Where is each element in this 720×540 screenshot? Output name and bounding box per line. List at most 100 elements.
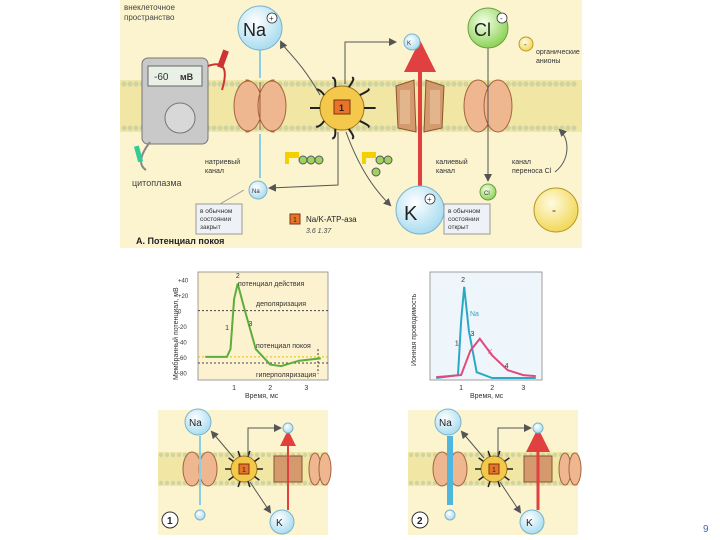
chart1-ytick: -20 xyxy=(178,325,187,331)
svg-text:-: - xyxy=(524,40,527,49)
sodium-conductance-curve xyxy=(436,286,536,379)
bottom-sodium-ion xyxy=(184,408,212,436)
adp-molecule xyxy=(362,152,393,177)
atp-molecule xyxy=(285,152,324,165)
plus-charge-icon xyxy=(266,12,278,24)
potassium-channel-label-2: канал xyxy=(436,168,455,175)
chart2-point-label: 4 xyxy=(505,363,509,370)
bottom-potassium-ion xyxy=(269,509,295,535)
chart2-xtick: 1 xyxy=(459,385,463,392)
atpase-legend-label: Na/K-ATP-аза xyxy=(306,215,357,224)
page-number: 9 xyxy=(703,524,709,535)
sodium-ion-label: Na xyxy=(243,20,267,40)
chart2-xtick: 2 xyxy=(490,385,494,392)
minus-charge-icon xyxy=(496,12,508,24)
chart1-ytick: +20 xyxy=(178,294,189,300)
small-chloride-ion xyxy=(479,183,497,201)
bottom-panel-number: 1 xyxy=(167,516,173,527)
atpase-legend-badge xyxy=(289,213,301,225)
chart2-ylabel: Ионная проводимость xyxy=(411,293,418,366)
chart1-ytick: +40 xyxy=(178,279,189,285)
chart1-ytick: -40 xyxy=(178,340,187,346)
membrane-potential-curve xyxy=(205,283,321,368)
cytoplasm-label: цитоплазма xyxy=(132,178,182,188)
resting-potential-panel: внеклеточное пространство цитоплазма -60… xyxy=(120,0,582,248)
chloride-channel-label-1: канал xyxy=(512,159,531,166)
extracellular-label-2: пространство xyxy=(124,13,175,22)
chart1-point-label: 1 xyxy=(225,325,229,332)
chloride-channel xyxy=(463,79,513,133)
open-state-box: в обычном состоянии открыт xyxy=(443,203,491,235)
hyperpolarization-label: гиперполяризация xyxy=(256,372,316,379)
resting-potential-label: потенциал покоя xyxy=(256,343,311,350)
chart1-xtick: 2 xyxy=(268,385,272,392)
sodium-potassium-pump: 1 xyxy=(310,76,376,140)
potassium-conductance-curve xyxy=(436,337,536,379)
membrane-potential-chart: Мембранный потенциал, мВ Время, мс +40 +2… xyxy=(172,271,329,400)
potassium-ion-label: K xyxy=(404,203,418,225)
potassium-channel xyxy=(395,79,445,133)
potassium-in-arrow xyxy=(345,131,392,207)
plus-charge-icon xyxy=(424,193,436,205)
organic-anions-label-1: органические xyxy=(536,49,580,56)
voltmeter-unit: мВ xyxy=(180,72,194,82)
svg-text:+: + xyxy=(269,14,274,23)
bottom-sodium-ion xyxy=(434,408,462,436)
chart1-xtick: 1 xyxy=(232,385,236,392)
svg-text:-: - xyxy=(552,203,556,217)
bottom-sodium-label: Na xyxy=(439,418,452,429)
chart1-point-label: 2 xyxy=(236,273,240,280)
chart2-point-label: 1 xyxy=(455,341,459,348)
pump-badge: 1 xyxy=(339,103,344,113)
sodium-channel-label-1: натриевый xyxy=(205,158,240,166)
voltmeter: -60 мВ xyxy=(133,49,229,171)
organic-anions-label-2: анионы xyxy=(536,58,560,65)
chart1-xtick: 3 xyxy=(304,385,308,392)
bottom-pump-badge: 1 xyxy=(492,467,496,474)
bottom-sodium-channel xyxy=(182,451,202,487)
svg-text:открыт: открыт xyxy=(448,224,469,231)
chart2-point-label: 3 xyxy=(470,331,474,338)
sodium-return-arrow xyxy=(268,132,339,192)
organic-anion-icon xyxy=(518,36,534,52)
potassium-series-label: K xyxy=(488,349,493,356)
voltmeter-value: -60 xyxy=(154,72,169,83)
sodium-channel xyxy=(233,79,287,133)
closed-state-box: в обычном состоянии закрыт xyxy=(195,189,245,235)
svg-text:-: - xyxy=(500,14,503,23)
chart2-xtick: 3 xyxy=(521,385,525,392)
small-sodium-label: Na xyxy=(252,189,260,195)
potassium-channel-label-1: калиевый xyxy=(436,158,468,166)
chart1-ytick: -80 xyxy=(178,371,187,377)
pump-out-arrow xyxy=(344,38,397,84)
chart1-point-label: 3 xyxy=(249,321,253,328)
svg-text:1: 1 xyxy=(293,217,297,224)
chart1-xlabel: Время, мс xyxy=(245,393,279,400)
bottom-panel-number-badge xyxy=(161,511,179,529)
svg-text:состоянии: состоянии xyxy=(200,216,231,223)
sodium-out-arrow xyxy=(280,40,321,96)
bottom-panel-number: 2 xyxy=(417,516,423,527)
depolarization-label: деполяризация xyxy=(256,301,306,308)
bottom-panel-number-badge xyxy=(411,511,429,529)
chloride-channel-label-2: переноса Cl xyxy=(512,168,552,175)
action-potential-label: потенциал действия xyxy=(238,280,304,288)
chart1-ylabel: Мембранный потенциал, мВ xyxy=(172,287,180,380)
small-sodium-ion xyxy=(248,180,268,200)
chart2-point-label: 2 xyxy=(461,277,465,284)
svg-text:состоянии: состоянии xyxy=(448,216,479,223)
chart1-ytick: 0 xyxy=(178,310,182,316)
reference-label: 3.6 1.37 xyxy=(306,228,332,235)
large-organic-anion xyxy=(533,187,579,233)
small-chloride-label: Cl xyxy=(484,191,490,197)
svg-text:в обычном: в обычном xyxy=(448,207,481,215)
small-potassium-label: K xyxy=(407,41,411,47)
panel-caption: А. Потенциал покоя xyxy=(136,236,224,246)
svg-text:+: + xyxy=(427,195,432,204)
svg-text:закрыт: закрыт xyxy=(200,224,221,231)
bottom-potassium-label: K xyxy=(276,518,283,529)
